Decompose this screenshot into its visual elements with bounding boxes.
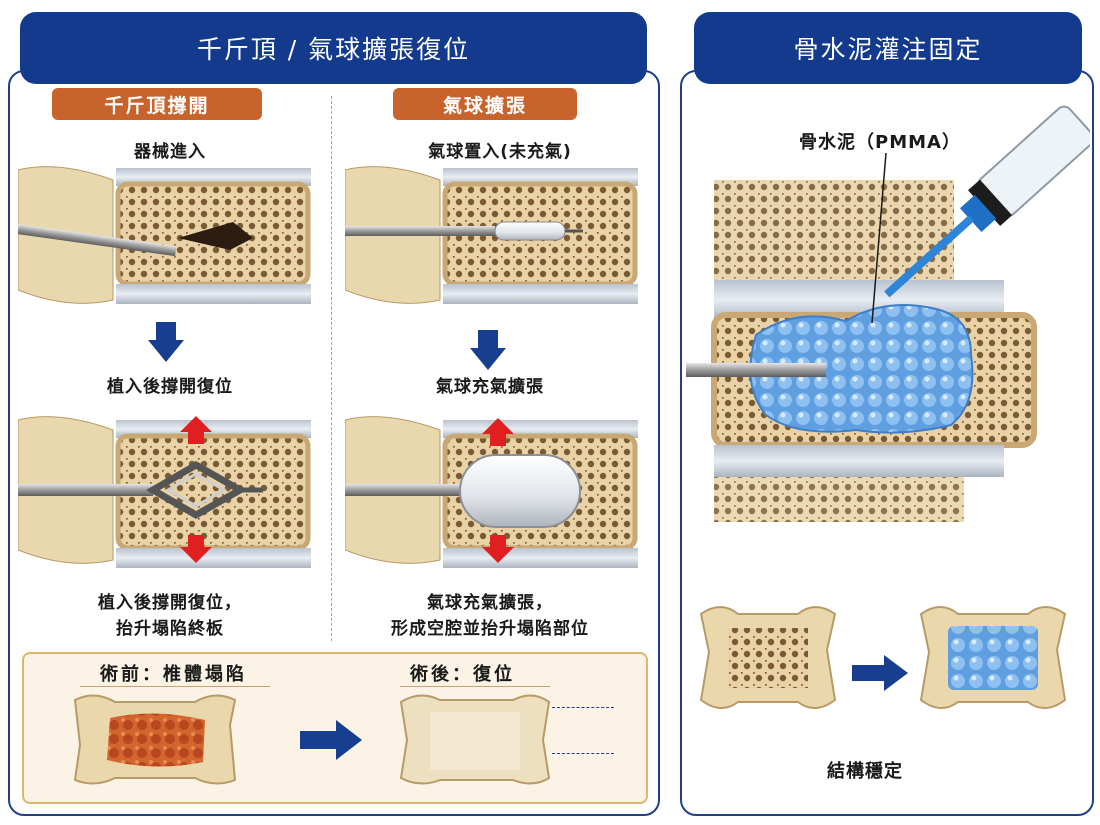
height-reference-line-top xyxy=(552,707,614,708)
jack-expanded-illustration xyxy=(18,416,311,568)
balloon-insertion-illustration xyxy=(345,166,638,304)
cement-injection-illustration xyxy=(686,105,1090,522)
untreated-vertebra-illustration xyxy=(699,606,837,709)
jack-step2-label: 植入後撐開復位 xyxy=(107,377,233,397)
arrow-down-icon xyxy=(470,330,506,370)
collapsed-vertebra-illustration xyxy=(73,694,237,785)
balloon-step3-label-line2: 形成空腔並抬升塌陷部位 xyxy=(391,619,589,639)
arrow-down-icon xyxy=(148,322,184,362)
balloon-step3-label-line1: 氣球充氣擴張， xyxy=(427,593,553,613)
before-label-underline xyxy=(80,686,270,687)
left-panel-title: 千斤頂 / 氣球擴張復位 xyxy=(20,12,647,84)
balloon-tag: 氣球擴張 xyxy=(393,88,577,120)
restored-vertebra-illustration xyxy=(399,694,551,785)
cement-filled-vertebra-illustration xyxy=(919,606,1067,709)
after-label-underline xyxy=(400,686,550,687)
jack-step3-label-line2: 抬升塌陷終板 xyxy=(116,619,224,639)
jack-step1-label: 器械進入 xyxy=(134,142,206,162)
balloon-step2-label: 氣球充氣擴張 xyxy=(436,377,544,397)
balloon-inflated-illustration xyxy=(345,416,638,568)
height-reference-line-bottom xyxy=(552,753,614,754)
before-label: 術前：椎體塌陷 xyxy=(100,664,247,685)
arrow-right-icon xyxy=(852,655,908,691)
balloon-step1-label: 氣球置入(未充氣) xyxy=(428,142,572,162)
column-divider xyxy=(331,96,332,641)
arrow-right-icon xyxy=(300,720,362,760)
jack-instrument-entry-illustration xyxy=(18,166,311,304)
jack-step3-label-line1: 植入後撐開復位， xyxy=(98,593,242,613)
right-panel-title: 骨水泥灌注固定 xyxy=(694,12,1082,84)
after-label: 術後：復位 xyxy=(410,664,515,685)
result-label: 結構穩定 xyxy=(827,761,903,782)
cement-label: 骨水泥（PMMA） xyxy=(799,132,961,153)
jack-tag: 千斤頂撐開 xyxy=(52,88,262,120)
